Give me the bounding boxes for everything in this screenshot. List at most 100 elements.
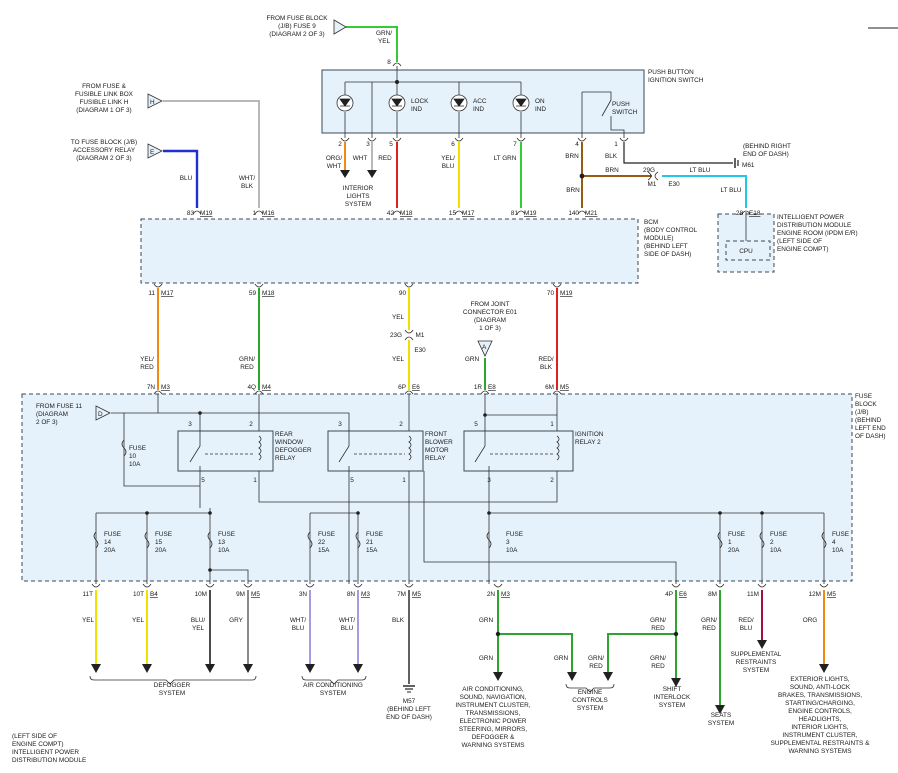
wire-label-grn-red-line: RED	[651, 663, 665, 670]
wire-label-blu-yel-line: BLU/	[191, 617, 205, 624]
wire-label-lt-blu: LT BLU	[720, 187, 741, 194]
wire-label-grn-red: GRN/RED	[588, 655, 604, 670]
wire-label-brn-line: BRN	[605, 167, 619, 174]
fuse-icon	[307, 531, 313, 549]
arrow-seats	[715, 705, 725, 714]
wire-label-yel: YEL	[392, 314, 405, 321]
wire-label-wht-blu-line: WHT/	[339, 617, 356, 624]
fuse-icon	[207, 531, 213, 549]
bcm-title-label-line: BCM	[644, 219, 658, 226]
bcm-top-connector: M18	[400, 210, 413, 217]
arrow-3n	[305, 664, 315, 673]
fuse-label-line: 3	[506, 539, 510, 546]
wire-label-wht-blu-line: BLU	[341, 625, 354, 632]
wire-group	[95, 26, 825, 705]
wire-label-grn-red: GRN/RED	[650, 655, 666, 670]
ground-m57-label-line: END OF DASH)	[386, 714, 432, 721]
fuse-block-bottom-pin: 11M	[747, 591, 759, 598]
arrow-srs	[757, 640, 767, 649]
fusible-link-h-label-line: (DIAGRAM 1 OF 3)	[76, 107, 131, 114]
connector-a-label-line: A	[482, 344, 487, 351]
wire-label-red-blk-line: RED/	[538, 356, 553, 363]
ipdm-title-label-line: DISTRIBUTION MODULE	[777, 222, 851, 229]
push-switch-internal	[581, 91, 625, 138]
wire-label-blk: BLK	[605, 153, 618, 160]
fusible-link-h-label-line: FROM FUSE &	[82, 83, 126, 90]
arrow-8n	[353, 664, 363, 673]
pin-label-line: 3	[338, 421, 342, 428]
wire-label-brn-line: BRN	[566, 187, 580, 194]
wire-label-org-wht-line: WHT	[327, 163, 342, 170]
connector-flag-a	[477, 340, 493, 357]
pin-label: 3	[188, 421, 192, 428]
wire-label-red-blu-line: BLU	[740, 625, 753, 632]
fuse-block-box	[21, 393, 853, 582]
wire-label-grn-red-line: GRN/	[650, 617, 666, 624]
fuse-block-bottom-connector: B4	[150, 591, 158, 598]
fuse-icon	[486, 531, 492, 549]
exterior-systems-list-label-line: HEADLIGHTS,	[799, 716, 842, 723]
engine-controls-label-line: ENGINE	[578, 689, 603, 696]
connector-d-label: D	[98, 411, 103, 418]
ground-m61-label-line: M61	[742, 162, 755, 169]
fb-internal-r2-outputs	[348, 471, 410, 584]
pin-label: 29G	[643, 167, 655, 174]
pin-label-line: 1	[402, 477, 406, 484]
ac-systems-list-label-line: INSTRUMENT CLUSTER,	[455, 702, 530, 709]
connector-a-label: A	[482, 344, 487, 351]
fuse-label-line: 1	[728, 539, 732, 546]
ground-m61	[734, 158, 739, 168]
bcm-box	[140, 218, 639, 284]
connector-flag-fuse9	[333, 19, 347, 35]
pin-marker	[91, 583, 829, 588]
wire-label-brn-line: BRN	[565, 153, 579, 160]
srs-system-label-line: SUPPLEMENTAL	[731, 651, 782, 658]
wire-label-red-blu: RED/BLU	[738, 617, 753, 632]
splice-dot	[760, 511, 764, 515]
defogger-system-label-line: DEFOGGER	[154, 682, 191, 689]
pin-marker	[340, 137, 629, 142]
fuse-label-line: 4	[832, 539, 836, 546]
fuse-block-top-pin: 7N	[147, 384, 156, 391]
fuse-label-line: 10A	[832, 547, 844, 554]
text-group: FROM FUSE BLOCK(J/B) FUSE 9(DIAGRAM 2 OF…	[12, 15, 886, 764]
cpu-label: CPU	[739, 248, 753, 255]
arrow-shift	[671, 678, 681, 687]
bcm-top-connector: M16	[262, 210, 275, 217]
fuse-block-top-connector: M4	[262, 384, 271, 391]
pin-label: 1	[253, 477, 257, 484]
relay-coil-icon	[258, 435, 262, 461]
arrow-wht	[367, 170, 377, 178]
ecm-brace	[565, 683, 615, 693]
ipdm-footer-label-line: (LEFT SIDE OF	[12, 733, 57, 740]
joint-connector-e01-label-line: 1 OF 3)	[479, 325, 501, 332]
pin-label: 8	[387, 59, 391, 66]
fusible-link-h-label-line: FUSIBLE LINK BOX	[75, 91, 134, 98]
wire-label-yel-red-line: YEL/	[140, 356, 154, 363]
pin-label-line: 8	[387, 59, 391, 66]
wire-label-wht-blk: WHT/BLK	[239, 175, 256, 190]
splice-dot	[356, 511, 360, 515]
connector-e-label-line: E	[150, 149, 154, 156]
pin-label: 5	[350, 477, 354, 484]
fuse-icon	[121, 439, 127, 457]
inline-connector-m1-e30-b	[404, 329, 414, 341]
ipdm-footer-label-line: ENGINE COMPT)	[12, 741, 63, 748]
led-glyph	[339, 98, 351, 107]
fuse-icon	[759, 531, 765, 549]
pin-markers	[91, 62, 829, 588]
fuse-block-title-line: OF DASH)	[855, 433, 886, 440]
fuse-label-line: 10A	[770, 547, 782, 554]
ground-m57-label-line: M57	[403, 698, 416, 705]
on-ind-label-line: ON	[535, 98, 545, 105]
wire-label-gry: GRY	[229, 617, 243, 624]
wire-label-grn-red-line: RED	[651, 625, 665, 632]
wire-label-blk-line: BLK	[605, 153, 618, 160]
ac-systems-list-label-line: AIR CONDITIONING,	[462, 686, 524, 693]
